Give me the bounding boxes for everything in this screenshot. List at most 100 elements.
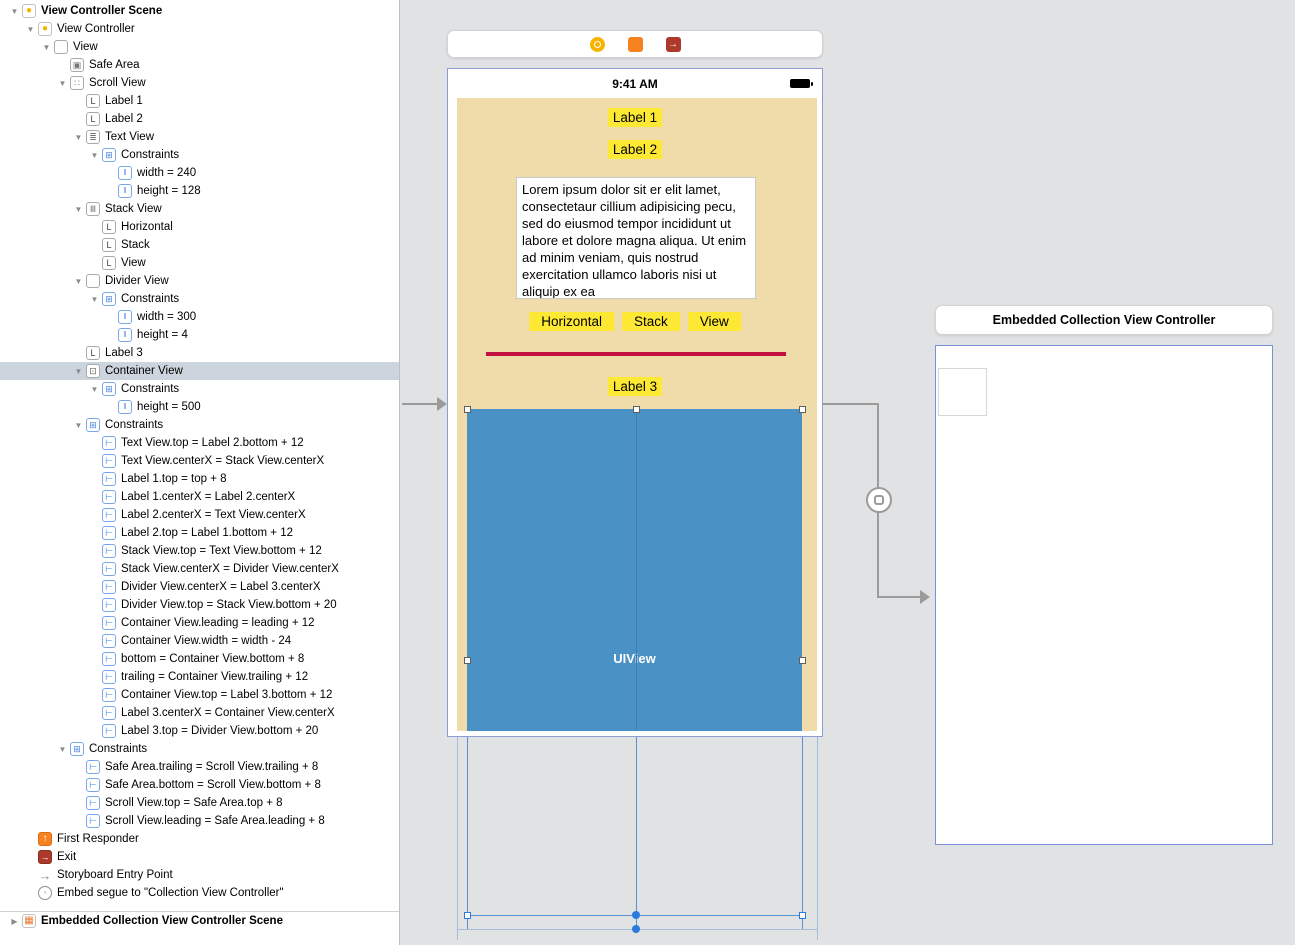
outline-row[interactable]: ⊢Stack View.centerX = Divider View.cente…	[0, 560, 399, 578]
outline-row[interactable]: ↑First Responder	[0, 830, 399, 848]
constraint-anchor-dot[interactable]	[632, 911, 640, 919]
outline-row[interactable]: ⊢Label 2.top = Label 1.bottom + 12	[0, 524, 399, 542]
selection-handle[interactable]	[799, 406, 806, 413]
outline-row[interactable]: ⊢Safe Area.trailing = Scroll View.traili…	[0, 758, 399, 776]
outline-row[interactable]: ▼⊞Constraints	[0, 740, 399, 758]
outline-row[interactable]: ⊢trailing = Container View.trailing + 12	[0, 668, 399, 686]
constraint-handle[interactable]	[464, 912, 471, 919]
stack-label-stack[interactable]: Stack	[621, 312, 680, 331]
scroll-view-icon: ∷	[70, 76, 84, 90]
outline-row[interactable]: ⊢Stack View.top = Text View.bottom + 12	[0, 542, 399, 560]
outline-row[interactable]: ⊢Divider View.top = Stack View.bottom + …	[0, 596, 399, 614]
constraint-handle[interactable]	[799, 912, 806, 919]
outline-row-label: Label 1.centerX = Label 2.centerX	[121, 491, 296, 503]
selection-handle[interactable]	[799, 657, 806, 664]
first-responder-dock-icon[interactable]	[627, 36, 643, 52]
view-controller-canvas[interactable]: 9:41 AM Label 1 Label 2 Lorem ipsum dolo…	[447, 68, 823, 737]
outline-row[interactable]: ▶▦Embedded Collection View Controller Sc…	[0, 911, 399, 930]
outline-row[interactable]: ▼●View Controller	[0, 20, 399, 38]
outline-row[interactable]: ▼⊞Constraints	[0, 380, 399, 398]
label-1[interactable]: Label 1	[607, 108, 663, 127]
disclosure-triangle[interactable]: ▼	[90, 384, 99, 394]
outline-row[interactable]: →Exit	[0, 848, 399, 866]
divider-view[interactable]	[486, 352, 786, 356]
selection-handle[interactable]	[633, 406, 640, 413]
text-view[interactable]: Lorem ipsum dolor sit er elit lamet, con…	[516, 177, 756, 299]
outline-row[interactable]: ▼≣Text View	[0, 128, 399, 146]
outline-row[interactable]: ⊢Scroll View.top = Safe Area.top + 8	[0, 794, 399, 812]
disclosure-triangle[interactable]: ▼	[58, 744, 67, 754]
disclosure-triangle[interactable]: ▼	[26, 24, 35, 34]
outline-row[interactable]: ▼●View Controller Scene	[0, 2, 399, 20]
label-icon: L	[86, 112, 100, 126]
label-3[interactable]: Label 3	[607, 377, 663, 396]
outline-row[interactable]: ▼∷Scroll View	[0, 74, 399, 92]
outline-row[interactable]: ⊢Label 1.centerX = Label 2.centerX	[0, 488, 399, 506]
disclosure-triangle[interactable]: ▼	[74, 420, 83, 430]
selection-handle[interactable]	[464, 406, 471, 413]
outline-row[interactable]: ⊢bottom = Container View.bottom + 8	[0, 650, 399, 668]
disclosure-triangle[interactable]: ▼	[90, 294, 99, 304]
label-icon: L	[86, 346, 100, 360]
disclosure-triangle[interactable]: ▼	[74, 132, 83, 142]
outline-row[interactable]: ⊢Label 2.centerX = Text View.centerX	[0, 506, 399, 524]
exit-dock-icon[interactable]: →	[665, 36, 681, 52]
embedded-vc-canvas[interactable]	[935, 345, 1273, 845]
disclosure-triangle[interactable]: ▼	[90, 150, 99, 160]
outline-row[interactable]: ⊢Safe Area.bottom = Scroll View.bottom +…	[0, 776, 399, 794]
stack-label-view[interactable]: View	[687, 312, 741, 331]
constraint-guide-line	[636, 737, 637, 933]
outline-row[interactable]: ▼Divider View	[0, 272, 399, 290]
disclosure-triangle[interactable]: ▼	[74, 366, 83, 376]
outline-row[interactable]: ▼View	[0, 38, 399, 56]
outline-row[interactable]: ⊢Label 1.top = top + 8	[0, 470, 399, 488]
disclosure-triangle[interactable]: ▶	[11, 916, 18, 926]
container-view-canvas[interactable]: UIView	[467, 409, 802, 731]
outline-row[interactable]: ▫Embed segue to "Collection View Control…	[0, 884, 399, 902]
embed-segue-icon[interactable]	[866, 487, 892, 513]
outline-row[interactable]: ⊢Container View.top = Label 3.bottom + 1…	[0, 686, 399, 704]
outline-row[interactable]: ⊢Divider View.centerX = Label 3.centerX	[0, 578, 399, 596]
constraint-icon: ⊢	[102, 706, 116, 720]
outline-row[interactable]: ▼⊞Constraints	[0, 290, 399, 308]
stack-label-horizontal[interactable]: Horizontal	[529, 312, 614, 331]
disclosure-triangle[interactable]: ▼	[10, 6, 19, 16]
outline-row[interactable]: ⊢Scroll View.leading = Safe Area.leading…	[0, 812, 399, 830]
view-controller-dock-icon[interactable]	[589, 36, 605, 52]
outline-row[interactable]: ⊢Label 3.top = Divider View.bottom + 20	[0, 722, 399, 740]
disclosure-triangle[interactable]: ▼	[74, 204, 83, 214]
label-2[interactable]: Label 2	[607, 140, 663, 159]
outline-row[interactable]: ⊢Label 3.centerX = Container View.center…	[0, 704, 399, 722]
collection-view-cell[interactable]	[938, 368, 987, 416]
outline-row[interactable]: →Storyboard Entry Point	[0, 866, 399, 884]
outline-row[interactable]: ⊢Text View.top = Label 2.bottom + 12	[0, 434, 399, 452]
collection-scene-icon: ▦	[22, 914, 36, 928]
disclosure-triangle[interactable]: ▼	[58, 78, 67, 88]
constraint-icon: ⊢	[102, 724, 116, 738]
embedded-vc-header[interactable]: Embedded Collection View Controller	[935, 305, 1273, 335]
outline-row[interactable]: ⊢Text View.centerX = Stack View.centerX	[0, 452, 399, 470]
outline-row[interactable]: ⊢Container View.width = width - 24	[0, 632, 399, 650]
outline-row-label: width = 300	[137, 311, 197, 323]
outline-row[interactable]: ▼⊞Constraints	[0, 416, 399, 434]
disclosure-triangle[interactable]: ▼	[42, 42, 51, 52]
constraint-anchor-dot[interactable]	[632, 925, 640, 933]
selection-handle[interactable]	[464, 657, 471, 664]
outline-row[interactable]: ⊢Container View.leading = leading + 12	[0, 614, 399, 632]
disclosure-triangle[interactable]: ▼	[74, 276, 83, 286]
outline-row[interactable]: ▣Safe Area	[0, 56, 399, 74]
outline-row[interactable]: ▼⊞Constraints	[0, 146, 399, 164]
outline-row[interactable]: ▼⊡Container View	[0, 362, 399, 380]
